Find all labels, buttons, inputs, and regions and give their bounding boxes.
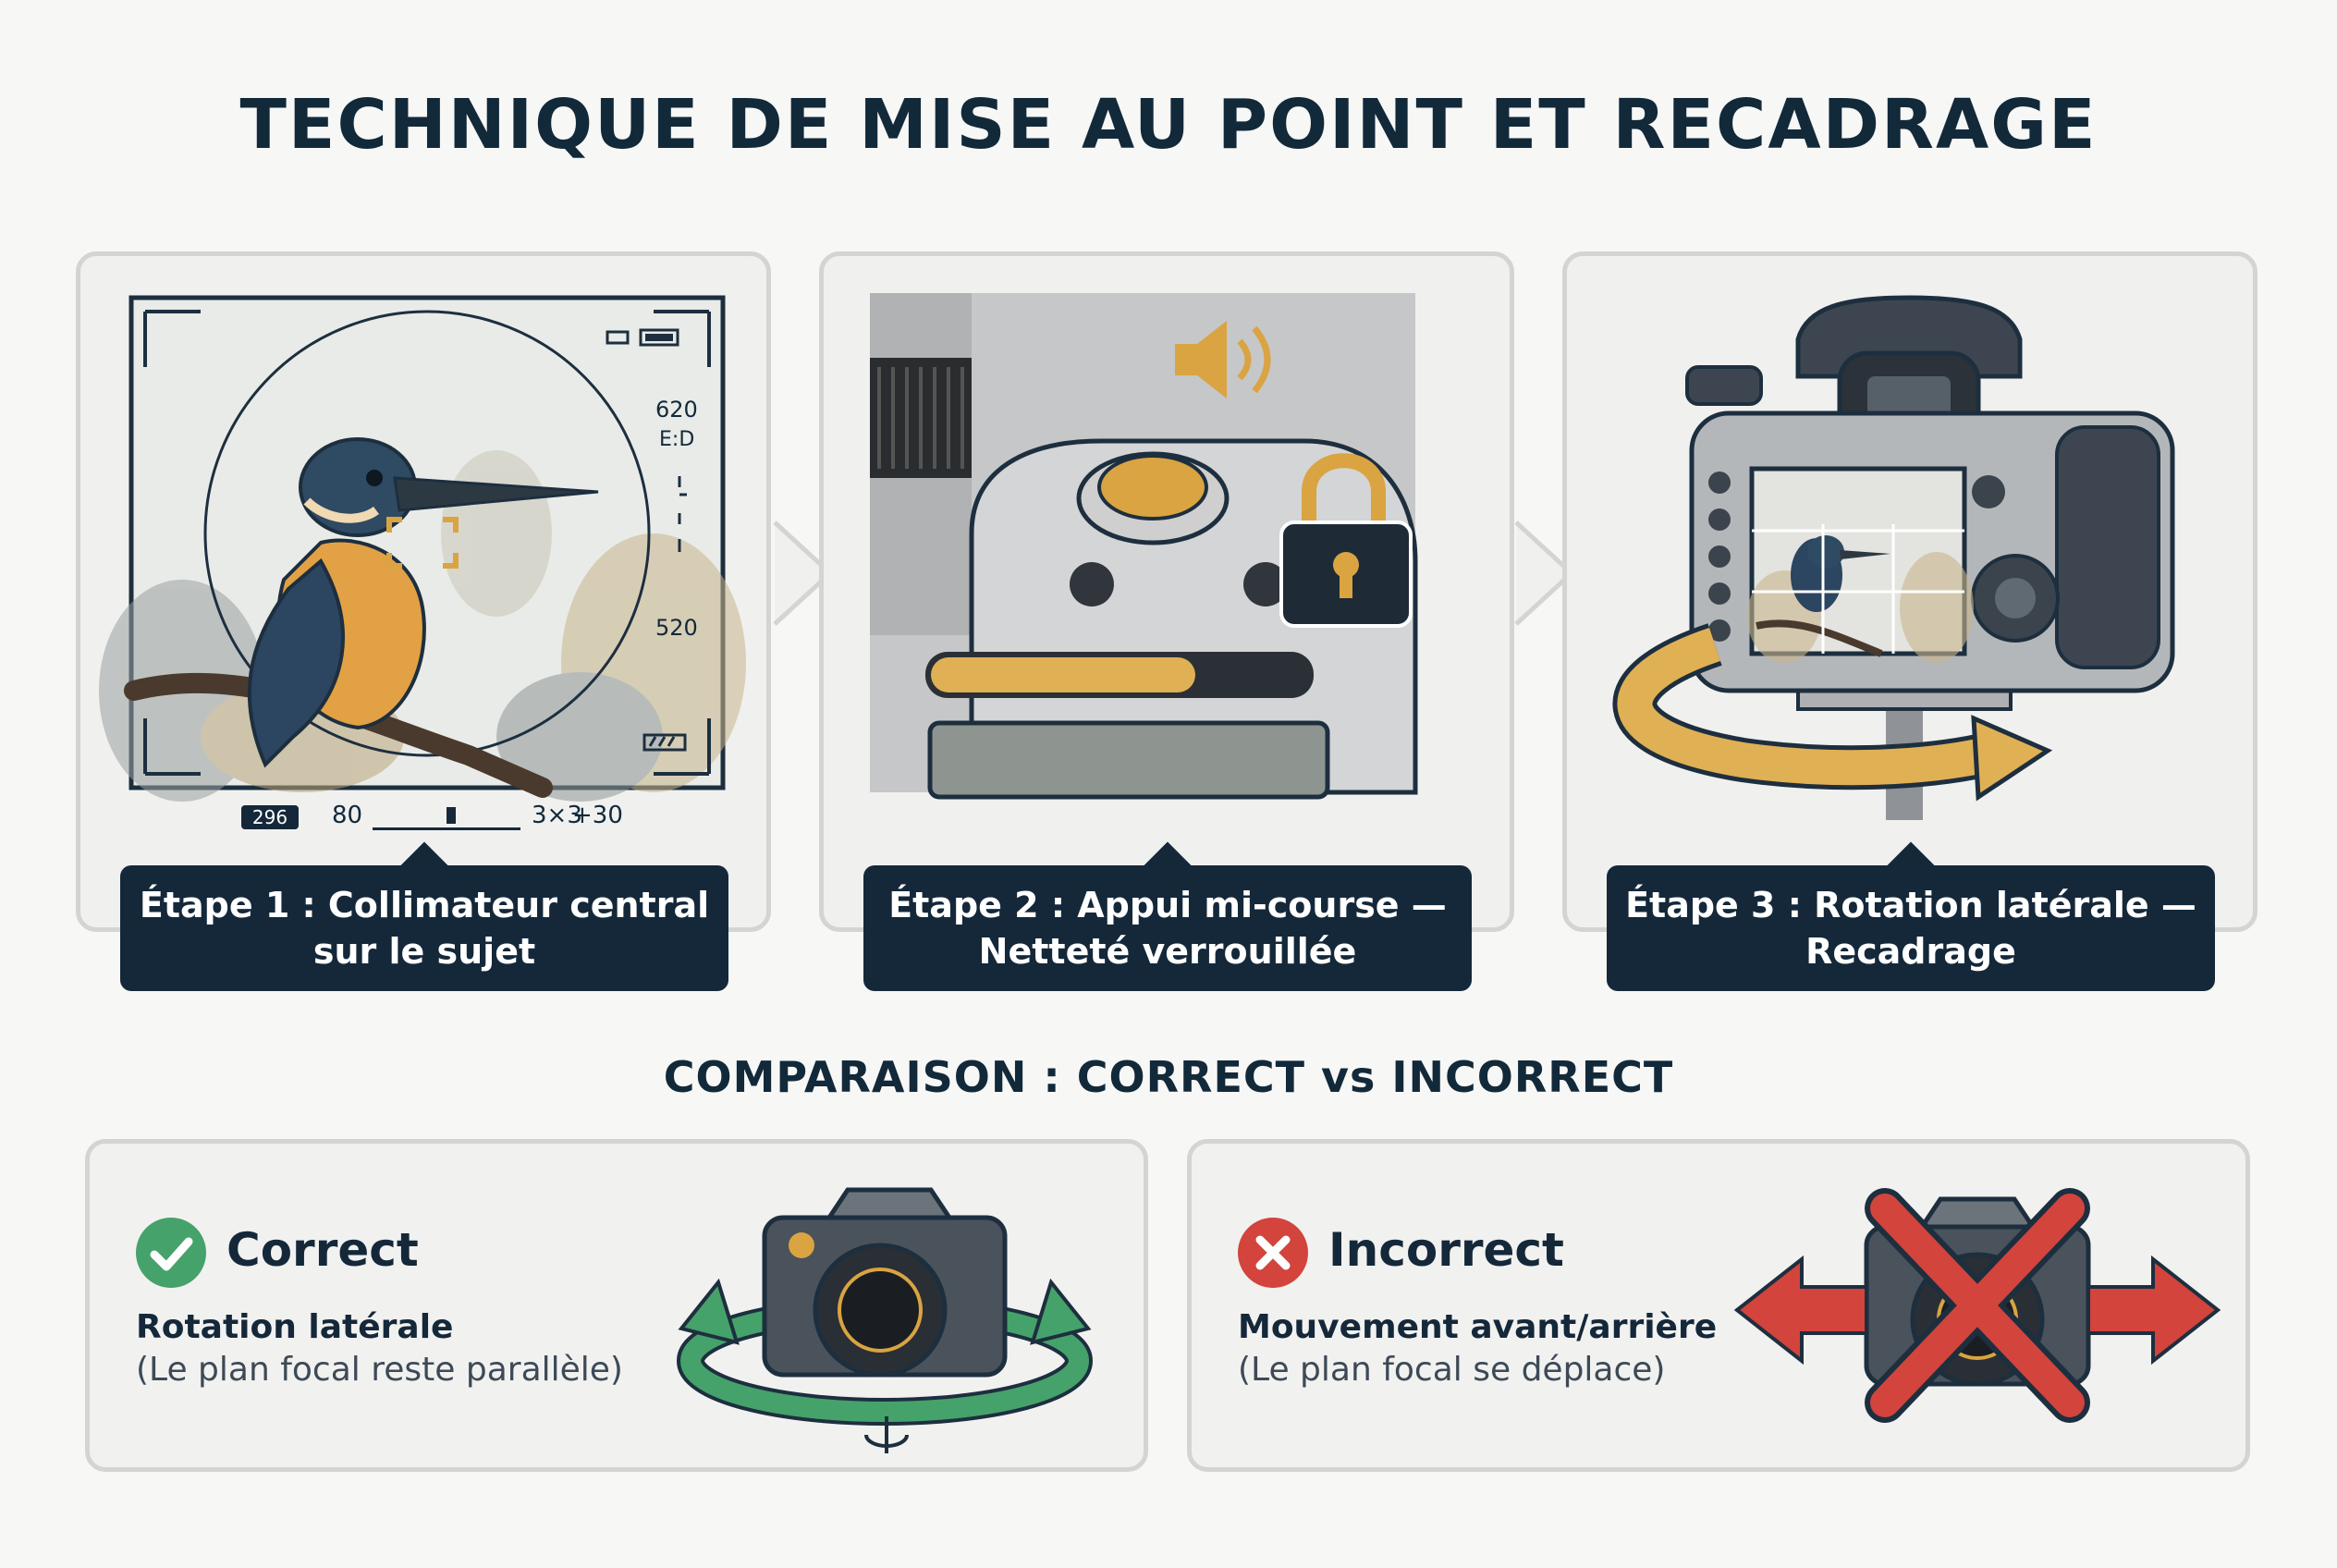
- exposure-meter: [373, 805, 520, 830]
- center-af-point: [386, 517, 459, 569]
- lock-icon: [1279, 453, 1413, 628]
- shutter-button: [1076, 451, 1230, 545]
- correct-card: Correct Rotation latérale (Le plan focal…: [85, 1139, 1148, 1472]
- kingfisher-bird: [247, 437, 599, 768]
- low-battery-icon: [642, 733, 687, 752]
- readout-exposure: 3×3: [532, 802, 582, 829]
- readout-520: 520: [655, 615, 698, 641]
- focus-circle: [203, 310, 651, 757]
- dial-button-left: [1070, 562, 1114, 606]
- dial-button-right: [1243, 562, 1288, 606]
- readout-80: 80: [332, 802, 363, 829]
- step-2-caption-line-1: Étape 2 : Appui mi-course —: [888, 885, 1447, 925]
- readout-620: 620: [655, 397, 698, 423]
- correct-subheading: Rotation latérale: [136, 1308, 454, 1346]
- frame-corners: [143, 310, 711, 776]
- arrow-left-icon: [1733, 1255, 1868, 1366]
- step-2-caption-line-2: Netteté verrouillée: [978, 931, 1357, 972]
- speaker-icon: [1175, 321, 1271, 398]
- readout-plus30: +30: [572, 802, 623, 829]
- exposure-scale-vertical: [678, 476, 687, 552]
- top-lcd-screen: [927, 720, 1330, 800]
- step-1-card: 620 E:D 520 296 80 3×3 +30: [76, 251, 771, 932]
- incorrect-card: Incorrect Mouvement avant/arrière (Le pl…: [1187, 1139, 2250, 1472]
- check-icon: [136, 1218, 206, 1288]
- step-1-caption: Étape 1 : Collimateur central sur le suj…: [120, 841, 728, 991]
- step-2-caption: Étape 2 : Appui mi-course — Netteté verr…: [863, 841, 1472, 991]
- step-1-caption-line-2: sur le sujet: [312, 931, 536, 972]
- forward-back-camera-illustration: [1733, 1188, 2221, 1423]
- recompose-illustration: [1612, 295, 2175, 820]
- rotating-camera-illustration: [677, 1187, 1093, 1453]
- incorrect-heading: Incorrect: [1328, 1223, 1564, 1277]
- step-2-card: [819, 251, 1514, 932]
- viewfinder-illustration: [99, 295, 746, 802]
- shutter-press-illustration: [870, 293, 1418, 800]
- camera-icon: [762, 1187, 1008, 1378]
- step-1-caption-line-1: Étape 1 : Collimateur central: [139, 885, 710, 925]
- step-3-caption: Étape 3 : Rotation latérale — Recadrage: [1607, 841, 2215, 991]
- exposure-meter-needle: [447, 807, 456, 824]
- incorrect-subheading: Mouvement avant/arrière: [1238, 1308, 1718, 1346]
- step-3-card: [1562, 251, 2257, 932]
- rear-lcd-screen: [1747, 466, 1974, 663]
- correct-note: (Le plan focal reste parallèle): [136, 1351, 623, 1389]
- lens-barrel: [870, 293, 972, 635]
- half-press-fill: [931, 657, 1195, 692]
- shots-remaining-badge: 296: [241, 805, 299, 829]
- rotation-arrow-icon: [1612, 623, 2053, 802]
- correct-heading: Correct: [226, 1223, 419, 1277]
- page-title: TECHNIQUE DE MISE AU POINT ET RECADRAGE: [239, 85, 2098, 165]
- readout-ed: E:D: [659, 428, 695, 451]
- incorrect-note: (Le plan focal se déplace): [1238, 1351, 1666, 1389]
- comparison-title: COMPARAISON : CORRECT vs INCORRECT: [663, 1052, 1674, 1102]
- step-3-caption-line-2: Recadrage: [1805, 931, 2016, 972]
- battery-icon: [606, 328, 679, 347]
- arrow-right-icon: [2086, 1255, 2221, 1366]
- big-cross-icon: [1865, 1188, 2090, 1423]
- cross-icon: [1238, 1218, 1308, 1288]
- rotate-icon: [864, 1416, 909, 1453]
- step-3-caption-line-1: Étape 3 : Rotation latérale —: [1625, 885, 2196, 925]
